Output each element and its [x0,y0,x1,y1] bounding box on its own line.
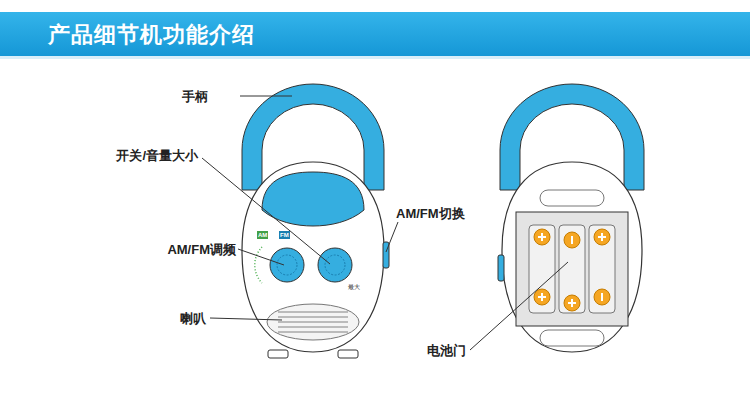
part-label: 电池门 [427,342,466,360]
page-title: 产品细节机功能介绍 [48,20,255,50]
band-badge: AM [257,231,268,239]
dial-mark: 最大 [348,283,360,292]
part-label: 手柄 [182,88,208,106]
part-label: AM/FM调频 [167,241,236,259]
part-label: 喇叭 [180,310,206,328]
header-band [0,12,750,56]
part-label: AM/FM切换 [396,205,465,223]
part-label: 开关/音量大小 [116,147,198,165]
band-badge: FM [279,231,290,239]
